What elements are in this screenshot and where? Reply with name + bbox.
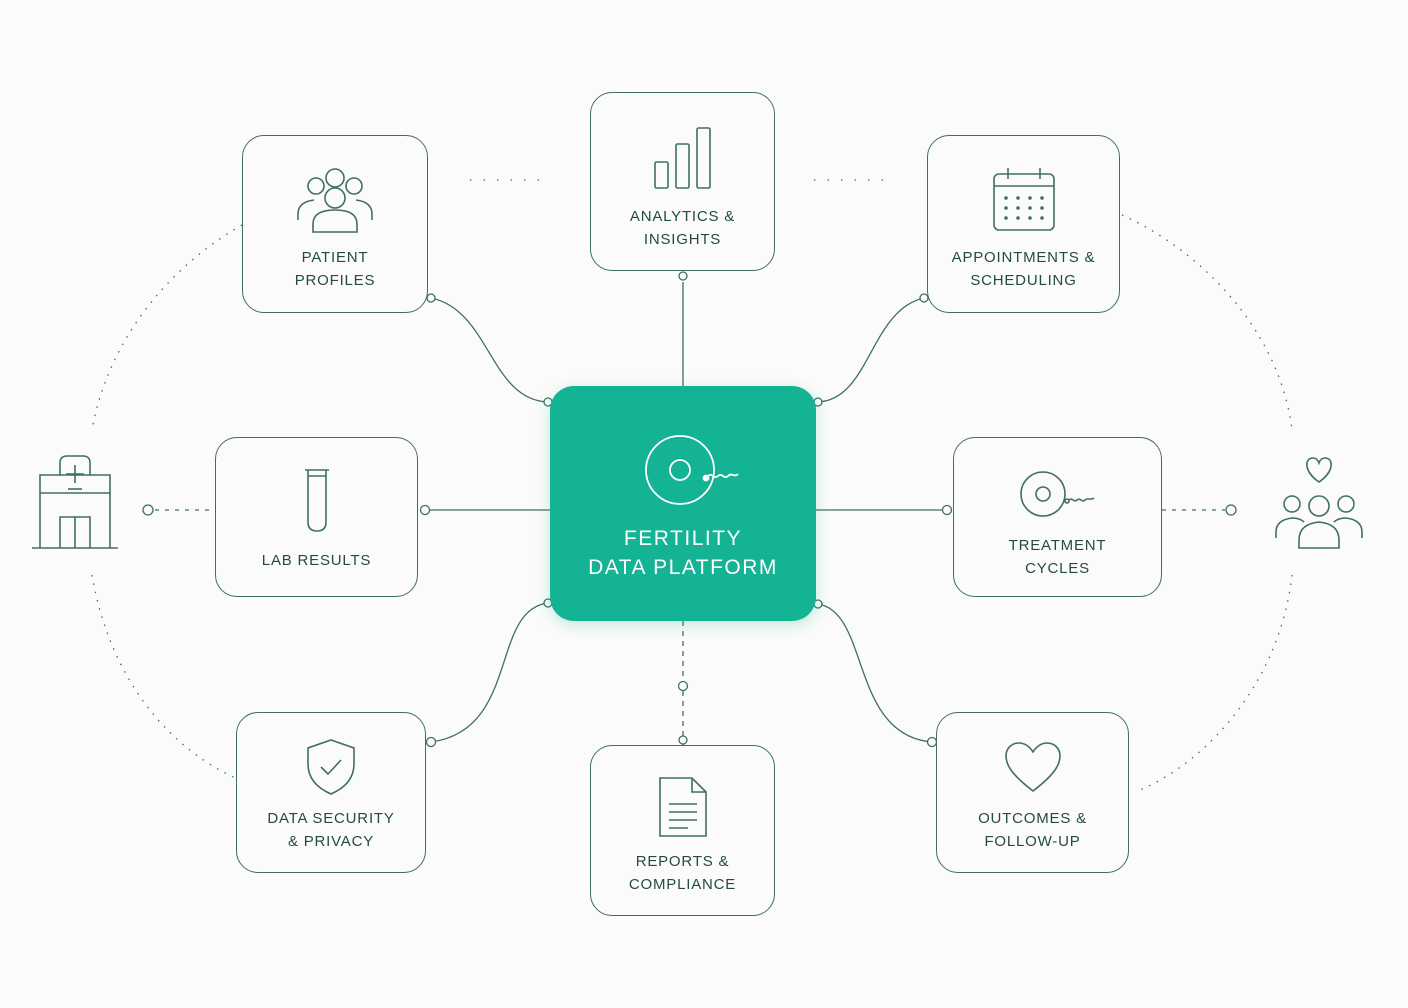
outer-arc-left-top	[91, 224, 243, 431]
card-label: APPOINTMENTS & SCHEDULING	[951, 249, 1096, 289]
user-group-icon	[296, 166, 374, 239]
card-treatment-cycles[interactable]: TREATMENT CYCLES	[953, 437, 1162, 597]
card-label: TREATMENT CYCLES	[1008, 537, 1107, 577]
connector-dot	[425, 736, 437, 748]
connector-dot	[678, 271, 688, 281]
hub-fertility-platform[interactable]: FERTILITY DATA PLATFORM	[550, 386, 816, 621]
connector-outcomes	[817, 603, 933, 743]
document-icon	[658, 776, 708, 843]
connector-dot	[419, 504, 431, 516]
outer-arc-left-bottom	[91, 574, 241, 781]
connector-appointments	[817, 297, 925, 403]
connector-dot	[1225, 504, 1237, 516]
connector-dot	[941, 504, 953, 516]
card-patient-profiles[interactable]: PATIENT PROFILES	[242, 135, 428, 313]
bar-chart-icon	[653, 126, 713, 195]
outer-arc-right-top	[1121, 214, 1293, 431]
outer-arc-right-bottom	[1139, 574, 1293, 791]
card-label: ANALYTICS & INSIGHTS	[629, 208, 736, 248]
card-label: REPORTS & COMPLIANCE	[628, 853, 737, 893]
hospital-icon	[30, 453, 122, 556]
connector-dot	[678, 735, 688, 745]
card-reports[interactable]: REPORTS & COMPLIANCE	[590, 745, 775, 916]
card-label: LAB RESULTS	[261, 552, 372, 569]
hub-label: FERTILITY DATA PLATFORM	[588, 527, 778, 579]
connector-dot	[142, 504, 154, 516]
family-heart-icon	[1274, 454, 1364, 555]
connector-patient-profiles	[430, 297, 549, 403]
heart-icon	[1004, 741, 1062, 798]
egg-cell-icon	[642, 434, 746, 511]
connector-data-security	[430, 602, 549, 743]
card-outcomes[interactable]: OUTCOMES & FOLLOW-UP	[936, 712, 1129, 873]
card-label: DATA SECURITY & PRIVACY	[267, 810, 395, 850]
connector-dot	[426, 293, 436, 303]
card-data-security[interactable]: DATA SECURITY & PRIVACY	[236, 712, 426, 873]
card-label: OUTCOMES & FOLLOW-UP	[978, 810, 1087, 850]
egg-cell-icon	[1019, 470, 1097, 523]
card-appointments[interactable]: APPOINTMENTS & SCHEDULING	[927, 135, 1120, 313]
card-analytics[interactable]: ANALYTICS & INSIGHTS	[590, 92, 775, 271]
card-label: PATIENT PROFILES	[294, 249, 376, 289]
shield-check-icon	[305, 738, 357, 801]
test-tube-icon	[302, 468, 332, 539]
card-lab-results[interactable]: LAB RESULTS	[215, 437, 418, 597]
connector-dot	[677, 680, 689, 692]
calendar-icon	[992, 166, 1056, 237]
